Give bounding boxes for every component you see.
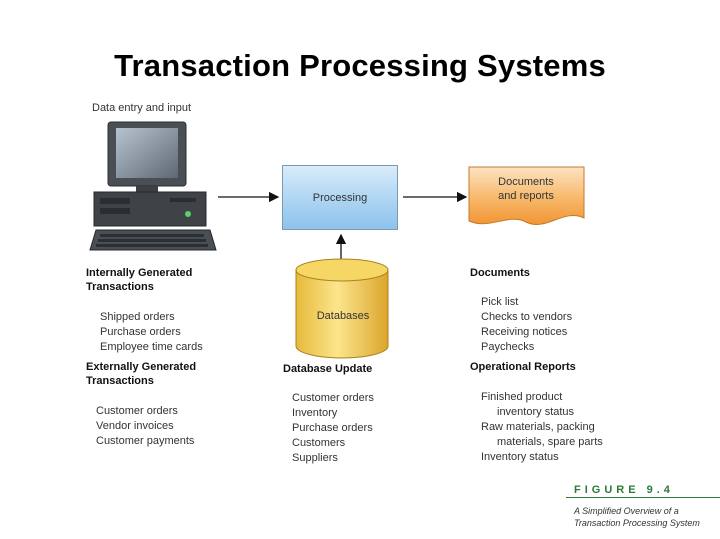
figure-caption-line2: Transaction Processing System xyxy=(574,518,700,528)
list-item: Pick list xyxy=(481,296,519,308)
list-item: Employee time cards xyxy=(100,341,203,353)
input-label: Data entry and input xyxy=(92,102,192,114)
list-item: Customer payments xyxy=(96,435,195,447)
list-item: Checks to vendors xyxy=(481,311,573,323)
documents-box-line1: Documents xyxy=(498,176,554,188)
documents-heading: Documents xyxy=(470,267,530,279)
list-item: Raw materials, packing xyxy=(481,421,595,433)
database-cylinder-icon xyxy=(295,258,389,359)
operational-heading: Operational Reports xyxy=(470,361,576,373)
list-item: Customers xyxy=(292,437,346,449)
internal-heading-line2: Transactions xyxy=(86,281,154,293)
databases-label: Databases xyxy=(316,310,370,322)
document-icon xyxy=(468,166,585,225)
computer-icon xyxy=(89,121,217,251)
list-item: Customer orders xyxy=(96,405,178,417)
figure-rule xyxy=(566,497,720,498)
list-item: Shipped orders xyxy=(100,311,175,323)
internal-list: Shipped orders Purchase orders Employee … xyxy=(100,310,203,355)
external-list: Customer orders Vendor invoices Customer… xyxy=(96,404,194,449)
list-item: Receiving notices xyxy=(481,326,568,338)
list-item: Inventory xyxy=(292,407,338,419)
database-update-heading: Database Update xyxy=(283,363,373,375)
figure-caption-line1: A Simplified Overview of a xyxy=(574,506,679,516)
list-item: materials, spare parts xyxy=(497,436,603,448)
list-item: Purchase orders xyxy=(292,422,373,434)
documents-list: Pick list Checks to vendors Receiving no… xyxy=(481,295,572,355)
list-item: Suppliers xyxy=(292,452,338,464)
documents-box-line2: and reports xyxy=(498,190,554,202)
documents-box-label: Documents and reports xyxy=(470,175,582,203)
list-item: Finished product xyxy=(481,391,563,403)
external-heading-line2: Transactions xyxy=(86,375,154,387)
processing-box: Processing xyxy=(282,165,398,230)
list-item: inventory status xyxy=(497,406,575,418)
figure-caption: A Simplified Overview of a Transaction P… xyxy=(574,505,700,529)
operational-list: Finished product inventory status Raw ma… xyxy=(481,390,603,465)
internal-heading-line1: Internally Generated xyxy=(86,267,193,279)
figure-label: FIGURE 9.4 xyxy=(574,484,674,496)
external-heading: Externally Generated Transactions xyxy=(86,360,196,388)
database-update-list: Customer orders Inventory Purchase order… xyxy=(292,391,374,466)
page-title: Transaction Processing Systems xyxy=(114,48,606,83)
list-item: Vendor invoices xyxy=(96,420,174,432)
list-item: Purchase orders xyxy=(100,326,181,338)
internal-heading: Internally Generated Transactions xyxy=(86,266,192,294)
external-heading-line1: Externally Generated xyxy=(86,361,197,373)
list-item: Inventory status xyxy=(481,451,559,463)
processing-label: Processing xyxy=(312,191,368,204)
list-item: Customer orders xyxy=(292,392,374,404)
list-item: Paychecks xyxy=(481,341,535,353)
